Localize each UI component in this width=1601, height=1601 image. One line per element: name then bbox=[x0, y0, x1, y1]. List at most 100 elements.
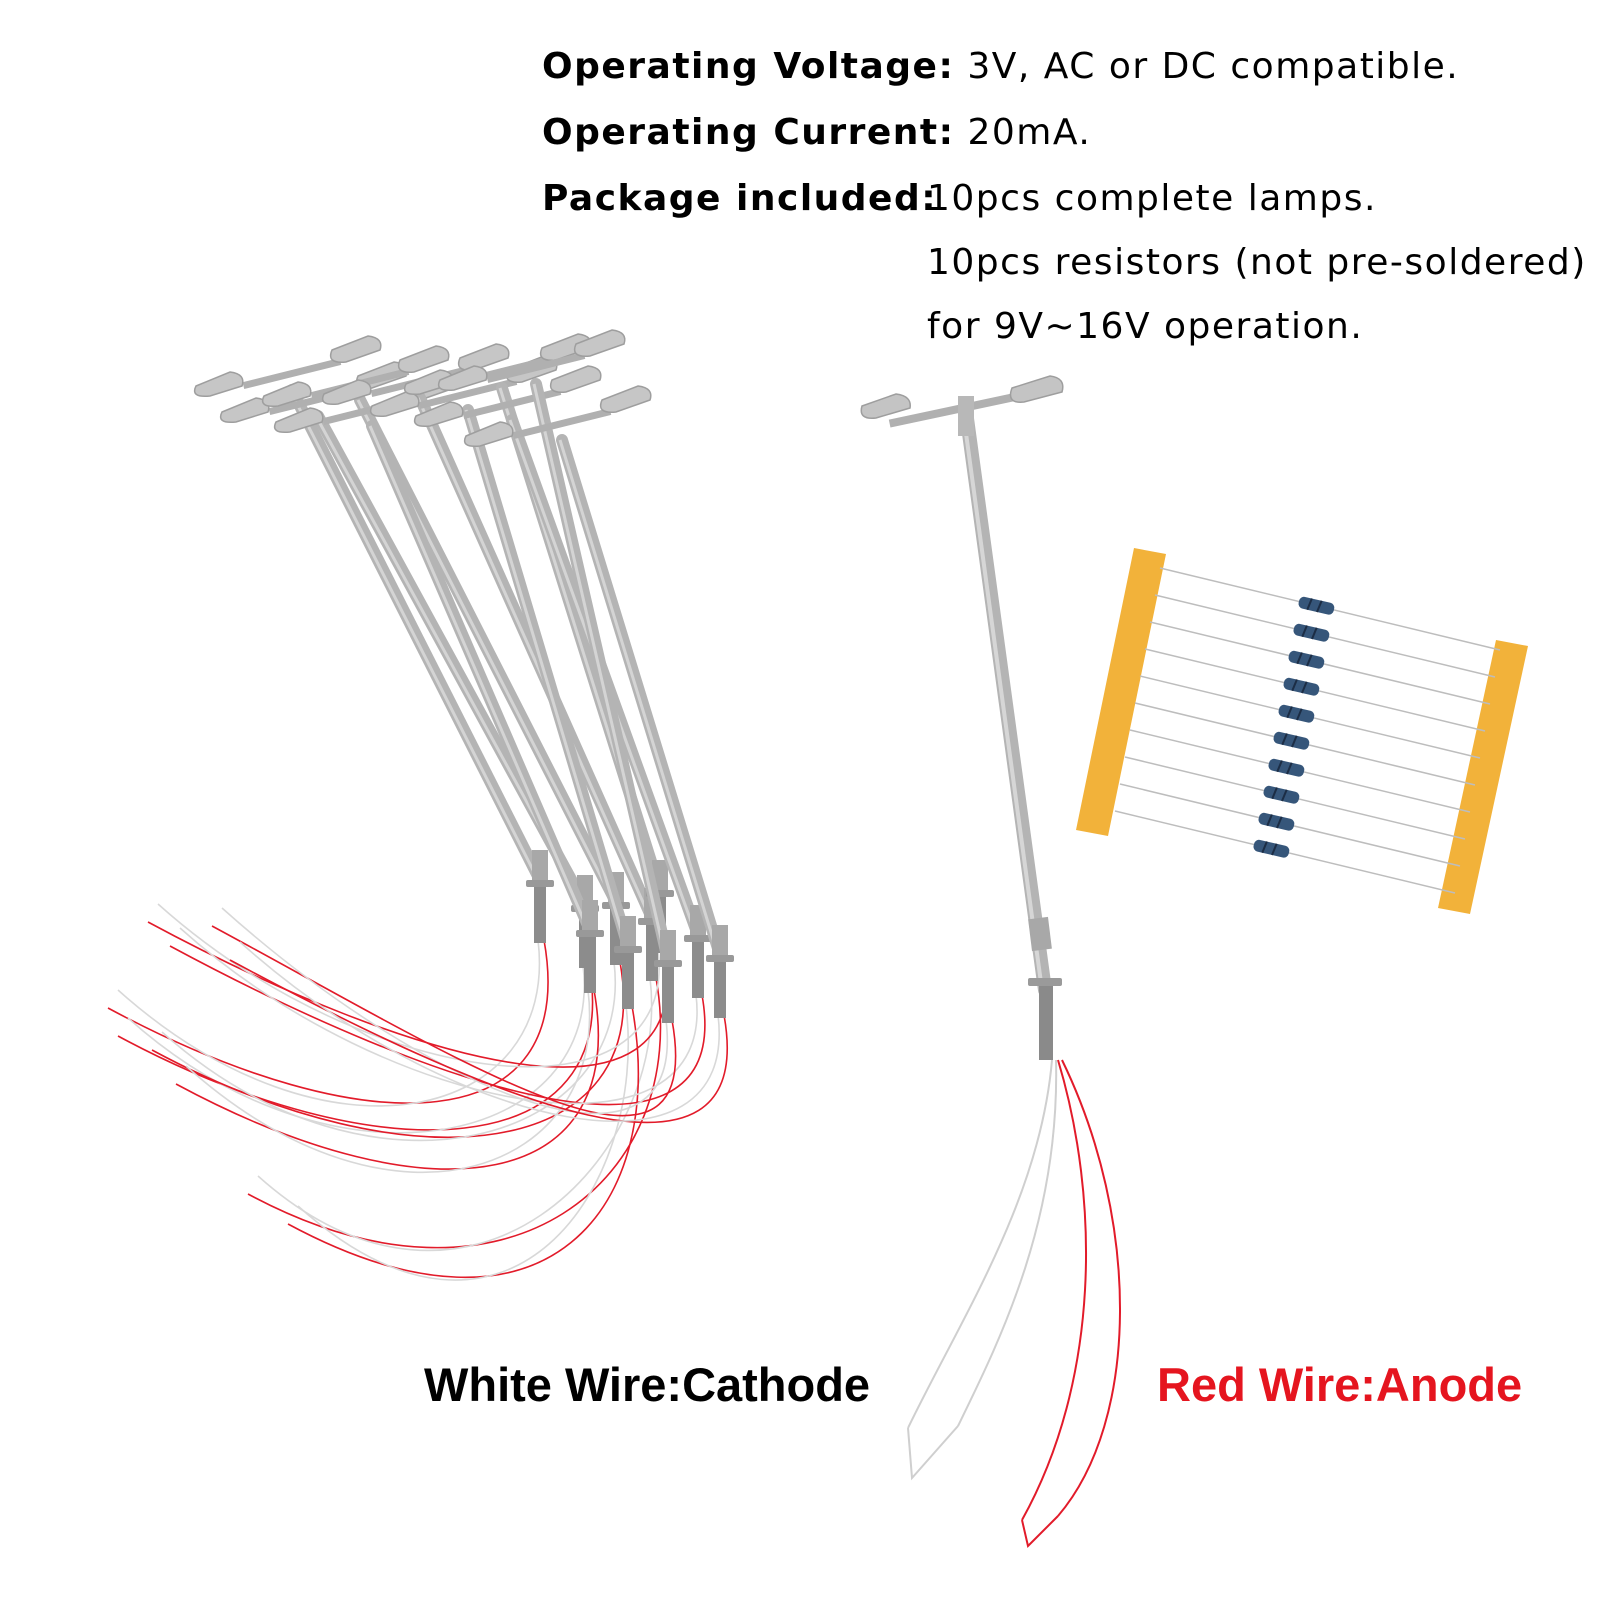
single-pole bbox=[958, 397, 1052, 997]
spec-current-value: 20mA. bbox=[967, 112, 1092, 153]
bundle-lamp-head-left bbox=[321, 379, 372, 406]
single-pole-pin bbox=[1039, 986, 1053, 1060]
red-wire-caption: Red Wire:Anode bbox=[1157, 1358, 1523, 1411]
bundle-lamp bbox=[463, 385, 734, 1018]
bundle-lamp-collar bbox=[660, 930, 676, 960]
resistor-band bbox=[1301, 625, 1308, 638]
bundle-lamp-head-right bbox=[573, 329, 626, 357]
bundle-white-wire bbox=[239, 941, 720, 1122]
resistor-band bbox=[1301, 681, 1308, 694]
bundle-lamp-head-left bbox=[413, 401, 464, 428]
resistor-band bbox=[1261, 841, 1268, 854]
bundle-lamp-pin bbox=[622, 953, 634, 1009]
bundle-red-wire bbox=[211, 925, 677, 1117]
resistor-strip bbox=[1076, 548, 1528, 914]
resistor-body bbox=[1283, 677, 1320, 696]
resistor-band bbox=[1281, 789, 1288, 802]
bundle-lamp-head-right bbox=[599, 385, 652, 413]
bundle-white-wire bbox=[161, 961, 617, 1142]
single-white-wire-1 bbox=[907, 1059, 1053, 1429]
bundle-lamp-pin bbox=[584, 937, 596, 993]
bundle-lamp-head-left bbox=[193, 371, 244, 398]
resistor-body bbox=[1288, 650, 1325, 669]
bundle-lamp-pole bbox=[366, 420, 596, 936]
resistor-body bbox=[1298, 596, 1335, 615]
bundle-lamp-arm bbox=[242, 358, 342, 390]
resistor-body bbox=[1273, 731, 1310, 750]
resistor-band bbox=[1286, 762, 1293, 775]
spec-current: Operating Current: 20mA. bbox=[542, 112, 1091, 153]
resistor-body bbox=[1253, 839, 1290, 858]
bundle-white-wire bbox=[117, 939, 541, 1107]
spec-voltage-value: 3V, AC or DC compatible. bbox=[967, 46, 1460, 87]
single-pole-base bbox=[1028, 978, 1062, 986]
spec-voltage-label: Operating Voltage: bbox=[542, 46, 955, 87]
bundle-lamp-base bbox=[706, 955, 734, 962]
resistor-band bbox=[1276, 760, 1283, 773]
bundle-lamp bbox=[193, 335, 554, 943]
bundle-lamp-collar bbox=[582, 900, 598, 930]
left-tape bbox=[1076, 548, 1166, 836]
bundle-lamp-collar bbox=[620, 916, 636, 946]
spec-voltage: Operating Voltage: 3V, AC or DC compatib… bbox=[542, 46, 1459, 87]
single-red-tip bbox=[1021, 1515, 1059, 1548]
resistor-body bbox=[1268, 758, 1305, 777]
bundle-lamp-head-left bbox=[219, 397, 270, 424]
resistor-band bbox=[1306, 654, 1313, 667]
spec-package-line-2: 10pcs resistors (not pre-soldered) bbox=[927, 242, 1587, 283]
bundle-red-wire bbox=[107, 939, 549, 1104]
right-tape bbox=[1438, 640, 1528, 914]
bundle-lamp-head-left bbox=[261, 381, 312, 408]
resistor-body bbox=[1293, 623, 1330, 642]
bundle-lamp-head-left bbox=[273, 407, 324, 434]
resistor-band bbox=[1266, 814, 1273, 827]
resistor-band bbox=[1291, 679, 1298, 692]
bundle-lamp-head-right bbox=[457, 343, 510, 371]
single-lamp-head-left bbox=[860, 393, 911, 419]
resistor-band bbox=[1271, 843, 1278, 856]
bundle-lamp-base bbox=[526, 880, 554, 887]
spec-package-line-1: 10pcs complete lamps. bbox=[927, 178, 1377, 219]
single-white-wire-2 bbox=[957, 1059, 1058, 1427]
resistor-band bbox=[1296, 708, 1303, 721]
bundle-white-wire bbox=[297, 1005, 630, 1281]
bundle-lamp-base bbox=[576, 930, 604, 937]
resistor-band bbox=[1286, 706, 1293, 719]
spec-package: Package included: bbox=[542, 178, 937, 219]
single-red-wire-2 bbox=[1057, 1059, 1121, 1517]
spec-current-label: Operating Current: bbox=[542, 112, 955, 153]
bundle-lamp-head-left bbox=[463, 421, 514, 448]
bundle-lamp-base bbox=[614, 946, 642, 953]
bundle-lamp-pin bbox=[534, 887, 546, 943]
bundle-lamp-pole bbox=[286, 384, 546, 886]
bundle-lamp-collar bbox=[532, 850, 548, 880]
bundle-lamp-collar bbox=[712, 925, 728, 955]
bundle-lamp-pin bbox=[692, 942, 704, 998]
resistor-body bbox=[1278, 704, 1315, 723]
resistor-band bbox=[1296, 652, 1303, 665]
bundle-lamp-pin bbox=[714, 962, 726, 1018]
resistor-band bbox=[1271, 787, 1278, 800]
bundle-lamp-head-left bbox=[437, 365, 488, 392]
bundle-lamp bbox=[369, 355, 642, 1009]
single-red-wire-1 bbox=[1021, 1059, 1088, 1521]
resistor-band bbox=[1281, 733, 1288, 746]
bundle-lamp-head-right bbox=[397, 345, 450, 373]
bundle-white-wire bbox=[157, 903, 660, 1068]
bundle-white-wire bbox=[221, 907, 669, 1115]
bundle-lamp-head-right bbox=[329, 335, 382, 363]
lamp-bundle-wires bbox=[107, 903, 728, 1281]
bundle-lamp-pole bbox=[556, 434, 726, 961]
resistor-band bbox=[1316, 600, 1323, 613]
single-lamp-head-right bbox=[1009, 375, 1064, 403]
single-pole-collar bbox=[1028, 916, 1052, 952]
spec-package-line-3: for 9V~16V operation. bbox=[927, 306, 1364, 347]
bundle-lamp-base bbox=[684, 935, 712, 942]
bundle-lamp-pole bbox=[530, 378, 674, 966]
resistor-body bbox=[1263, 785, 1300, 804]
lamp-bundle bbox=[193, 329, 734, 1023]
bundle-red-wire bbox=[175, 989, 600, 1170]
resistor-band bbox=[1311, 627, 1318, 640]
